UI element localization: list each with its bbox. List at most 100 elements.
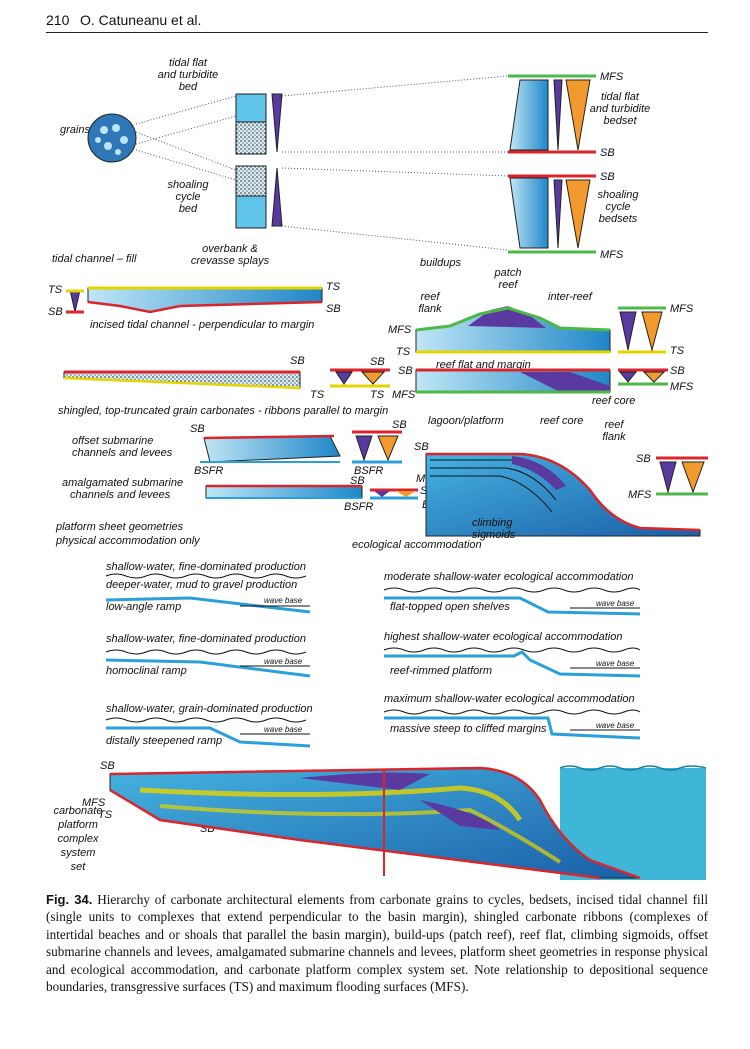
svg-text:buildups: buildups bbox=[420, 257, 461, 269]
svg-text:MFS: MFS bbox=[670, 381, 694, 393]
bedset-top-sb: SB bbox=[600, 147, 615, 159]
svg-text:cycle: cycle bbox=[605, 201, 630, 213]
svg-text:MFS: MFS bbox=[388, 324, 412, 336]
system-set-panel: SB MFS TS SB carbonate platform complex … bbox=[54, 760, 707, 880]
svg-text:bedset: bedset bbox=[603, 115, 637, 127]
svg-text:SB: SB bbox=[370, 356, 385, 368]
svg-text:incised tidal channel - perpen: incised tidal channel - perpendicular to… bbox=[90, 319, 314, 331]
running-author: O. Catuneanu et al. bbox=[80, 12, 202, 28]
svg-text:wave base: wave base bbox=[264, 596, 303, 605]
svg-text:reef core: reef core bbox=[592, 395, 635, 407]
svg-text:inter-reef: inter-reef bbox=[548, 291, 593, 303]
svg-text:SB: SB bbox=[670, 365, 685, 377]
svg-text:SB: SB bbox=[636, 453, 651, 465]
figure-caption: Fig. 34. Hierarchy of carbonate architec… bbox=[46, 891, 708, 995]
svg-text:MFS: MFS bbox=[600, 249, 624, 261]
svg-text:and turbidite: and turbidite bbox=[590, 103, 651, 115]
bed-bottom: shoaling cycle bed bbox=[168, 165, 283, 229]
svg-text:tidal channel – fill: tidal channel – fill bbox=[52, 253, 137, 265]
bed-top: tidal flat and turbidite bed bbox=[158, 57, 283, 155]
svg-text:SB: SB bbox=[48, 306, 63, 318]
shingled-panel: SB TS SB TS shingled, top-truncated grai… bbox=[58, 355, 390, 417]
svg-text:physical accommodation only: physical accommodation only bbox=[55, 535, 201, 547]
page-number: 210 bbox=[46, 12, 70, 28]
reef-flat-panel: SB MFS reef flat and margin SB MFS reef … bbox=[392, 359, 694, 407]
svg-text:wave base: wave base bbox=[264, 657, 303, 666]
svg-text:BSFR: BSFR bbox=[354, 465, 383, 477]
svg-text:climbing: climbing bbox=[472, 517, 513, 529]
svg-text:amalgamated submarine: amalgamated submarine bbox=[62, 477, 183, 489]
svg-text:reef-rimmed platform: reef-rimmed platform bbox=[390, 665, 492, 677]
svg-text:carbonate: carbonate bbox=[54, 805, 103, 817]
svg-text:platform sheet geometries: platform sheet geometries bbox=[55, 521, 184, 533]
buildups-panel: buildups patch reef reef flank inter-ree… bbox=[388, 257, 694, 358]
svg-text:MFS: MFS bbox=[628, 489, 652, 501]
svg-text:SB: SB bbox=[414, 441, 429, 453]
svg-text:BSFR: BSFR bbox=[194, 465, 223, 477]
svg-text:reef: reef bbox=[605, 419, 625, 431]
svg-text:MFS: MFS bbox=[82, 797, 106, 809]
svg-text:set: set bbox=[71, 861, 87, 873]
svg-text:reef flat and margin: reef flat and margin bbox=[436, 359, 531, 371]
svg-text:platform: platform bbox=[57, 819, 98, 831]
svg-text:wave base: wave base bbox=[264, 725, 303, 734]
svg-text:SB: SB bbox=[326, 303, 341, 315]
svg-text:MFS: MFS bbox=[392, 389, 416, 401]
svg-text:ecological accommodation: ecological accommodation bbox=[352, 539, 482, 551]
svg-text:flank: flank bbox=[602, 431, 626, 443]
svg-text:crevasse splays: crevasse splays bbox=[191, 255, 270, 267]
svg-text:TS: TS bbox=[310, 389, 325, 401]
svg-text:TS: TS bbox=[370, 389, 385, 401]
svg-text:TS: TS bbox=[396, 346, 411, 358]
bed-top-line1: tidal flat bbox=[169, 57, 208, 69]
svg-text:deeper-water, mud to gravel pr: deeper-water, mud to gravel production bbox=[106, 579, 297, 591]
caption-text: Hierarchy of carbonate architectural ele… bbox=[46, 892, 708, 995]
svg-text:massive steep to cliffed margi: massive steep to cliffed margins bbox=[390, 723, 547, 735]
svg-text:sigmoids: sigmoids bbox=[472, 529, 516, 541]
bedset-top: MFS SB tidal flat and turbidite bedset bbox=[508, 71, 650, 159]
running-header: 210 O. Catuneanu et al. bbox=[46, 10, 708, 33]
svg-text:homoclinal ramp: homoclinal ramp bbox=[106, 665, 187, 677]
bed-bottom-line1: shoaling bbox=[168, 179, 210, 191]
svg-text:shallow-water, fine-dominated: shallow-water, fine-dominated production bbox=[106, 633, 306, 645]
svg-text:distally steepened ramp: distally steepened ramp bbox=[106, 735, 222, 747]
bed-bottom-line2: cycle bbox=[175, 191, 200, 203]
svg-text:flat-topped open shelves: flat-topped open shelves bbox=[390, 601, 510, 613]
svg-text:channels and levees: channels and levees bbox=[70, 489, 171, 501]
caption-label: Fig. 34. bbox=[46, 892, 93, 907]
bed-top-line2: and turbidite bbox=[158, 69, 219, 81]
bedset-bottom: SB MFS shoaling cycle bedsets bbox=[508, 171, 639, 261]
grains-panel: grains bbox=[60, 95, 237, 181]
svg-text:wave base: wave base bbox=[596, 599, 635, 608]
svg-text:moderate shallow-water ecologi: moderate shallow-water ecological accomm… bbox=[384, 571, 633, 583]
svg-text:reef: reef bbox=[499, 279, 519, 291]
figure-34: grains tidal flat and turbidite bed shoa… bbox=[48, 57, 708, 880]
bedset-top-mfs: MFS bbox=[600, 71, 624, 83]
svg-text:shallow-water, fine-dominated: shallow-water, fine-dominated production bbox=[106, 561, 306, 573]
bed-top-line3: bed bbox=[179, 81, 198, 93]
svg-text:complex: complex bbox=[58, 833, 99, 845]
svg-text:reef: reef bbox=[421, 291, 441, 303]
svg-text:tidal flat: tidal flat bbox=[601, 91, 640, 103]
svg-text:SB: SB bbox=[350, 475, 365, 487]
svg-text:TS: TS bbox=[670, 345, 685, 357]
svg-text:MFS: MFS bbox=[670, 303, 694, 315]
bed-bottom-line3: bed bbox=[179, 203, 198, 215]
svg-text:reef core: reef core bbox=[540, 415, 583, 427]
grains-label: grains bbox=[60, 124, 90, 136]
svg-text:TS: TS bbox=[326, 281, 341, 293]
svg-text:SB: SB bbox=[290, 355, 305, 367]
svg-text:maximum shallow-water ecologic: maximum shallow-water ecological accommo… bbox=[384, 693, 635, 705]
svg-text:shingled, top-truncated grain: shingled, top-truncated grain carbonates… bbox=[58, 405, 388, 417]
svg-text:highest shallow-water ecologic: highest shallow-water ecological accommo… bbox=[384, 631, 622, 643]
svg-text:patch: patch bbox=[494, 267, 522, 279]
svg-text:wave base: wave base bbox=[596, 659, 635, 668]
svg-text:shallow-water, grain-dominated: shallow-water, grain-dominated productio… bbox=[106, 703, 313, 715]
climbing-sigmoids-panel: lagoon/platform reef core reef flank SB … bbox=[414, 415, 708, 541]
svg-text:system: system bbox=[61, 847, 96, 859]
svg-text:wave base: wave base bbox=[596, 721, 635, 730]
svg-text:SB: SB bbox=[600, 171, 615, 183]
grains-circle bbox=[87, 113, 137, 163]
submarine-channels-panel: offset submarine channels and levees SB … bbox=[62, 419, 451, 513]
svg-text:SB: SB bbox=[392, 419, 407, 431]
